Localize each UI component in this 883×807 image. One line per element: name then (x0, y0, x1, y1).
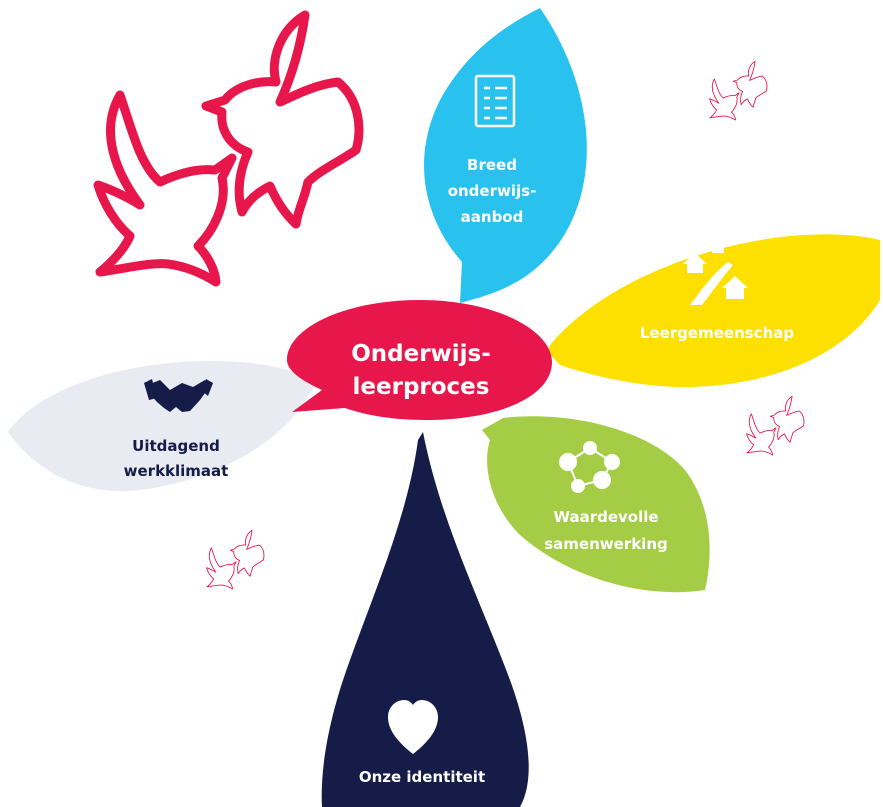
petal-breed-onderwijsaanbod: Breed onderwijs- aanbod (424, 8, 587, 303)
petal-shape (548, 234, 880, 388)
dove-pair-small-icon (709, 60, 768, 121)
document-list-icon (474, 74, 516, 128)
identiteit-label: Onze identiteit (359, 768, 485, 786)
breed-label-1: Breed (467, 156, 517, 174)
samenwerking-label-1: Waardevolle (553, 508, 658, 526)
petal-shape (8, 360, 318, 492)
center-bubble: Onderwijs- leerproces (287, 300, 552, 420)
breed-label-3: aanbod (461, 208, 524, 226)
petal-shape (321, 432, 529, 807)
dove-pair-large-icon (93, 10, 364, 287)
dove-pair-small-icon (206, 529, 265, 590)
houses-road-icon (683, 238, 748, 305)
network-people-icon (559, 441, 620, 493)
leergemeenschap-label: Leergemeenschap (640, 324, 794, 342)
petal-onze-identiteit: Onze identiteit (321, 432, 529, 807)
center-label-1: Onderwijs- (351, 341, 491, 367)
dove-pair-small-icon (746, 395, 805, 456)
handshake-icon (144, 379, 213, 412)
petal-waardevolle-samenwerking: Waardevolle samenwerking (482, 416, 710, 593)
center-shape (287, 300, 552, 420)
breed-label-2: onderwijs- (448, 182, 537, 200)
petal-uitdagend-werkklimaat: Uitdagend werkklimaat (8, 360, 318, 492)
heart-icon (388, 700, 438, 754)
samenwerking-label-2: samenwerking (544, 535, 668, 553)
petal-shape (482, 416, 710, 593)
werkklimaat-label-1: Uitdagend (132, 437, 220, 455)
werkklimaat-label-2: werkklimaat (124, 462, 229, 480)
center-label-2: leerproces (353, 374, 490, 400)
petal-leergemeenschap: Leergemeenschap (548, 234, 880, 388)
petal-shape (424, 8, 587, 303)
